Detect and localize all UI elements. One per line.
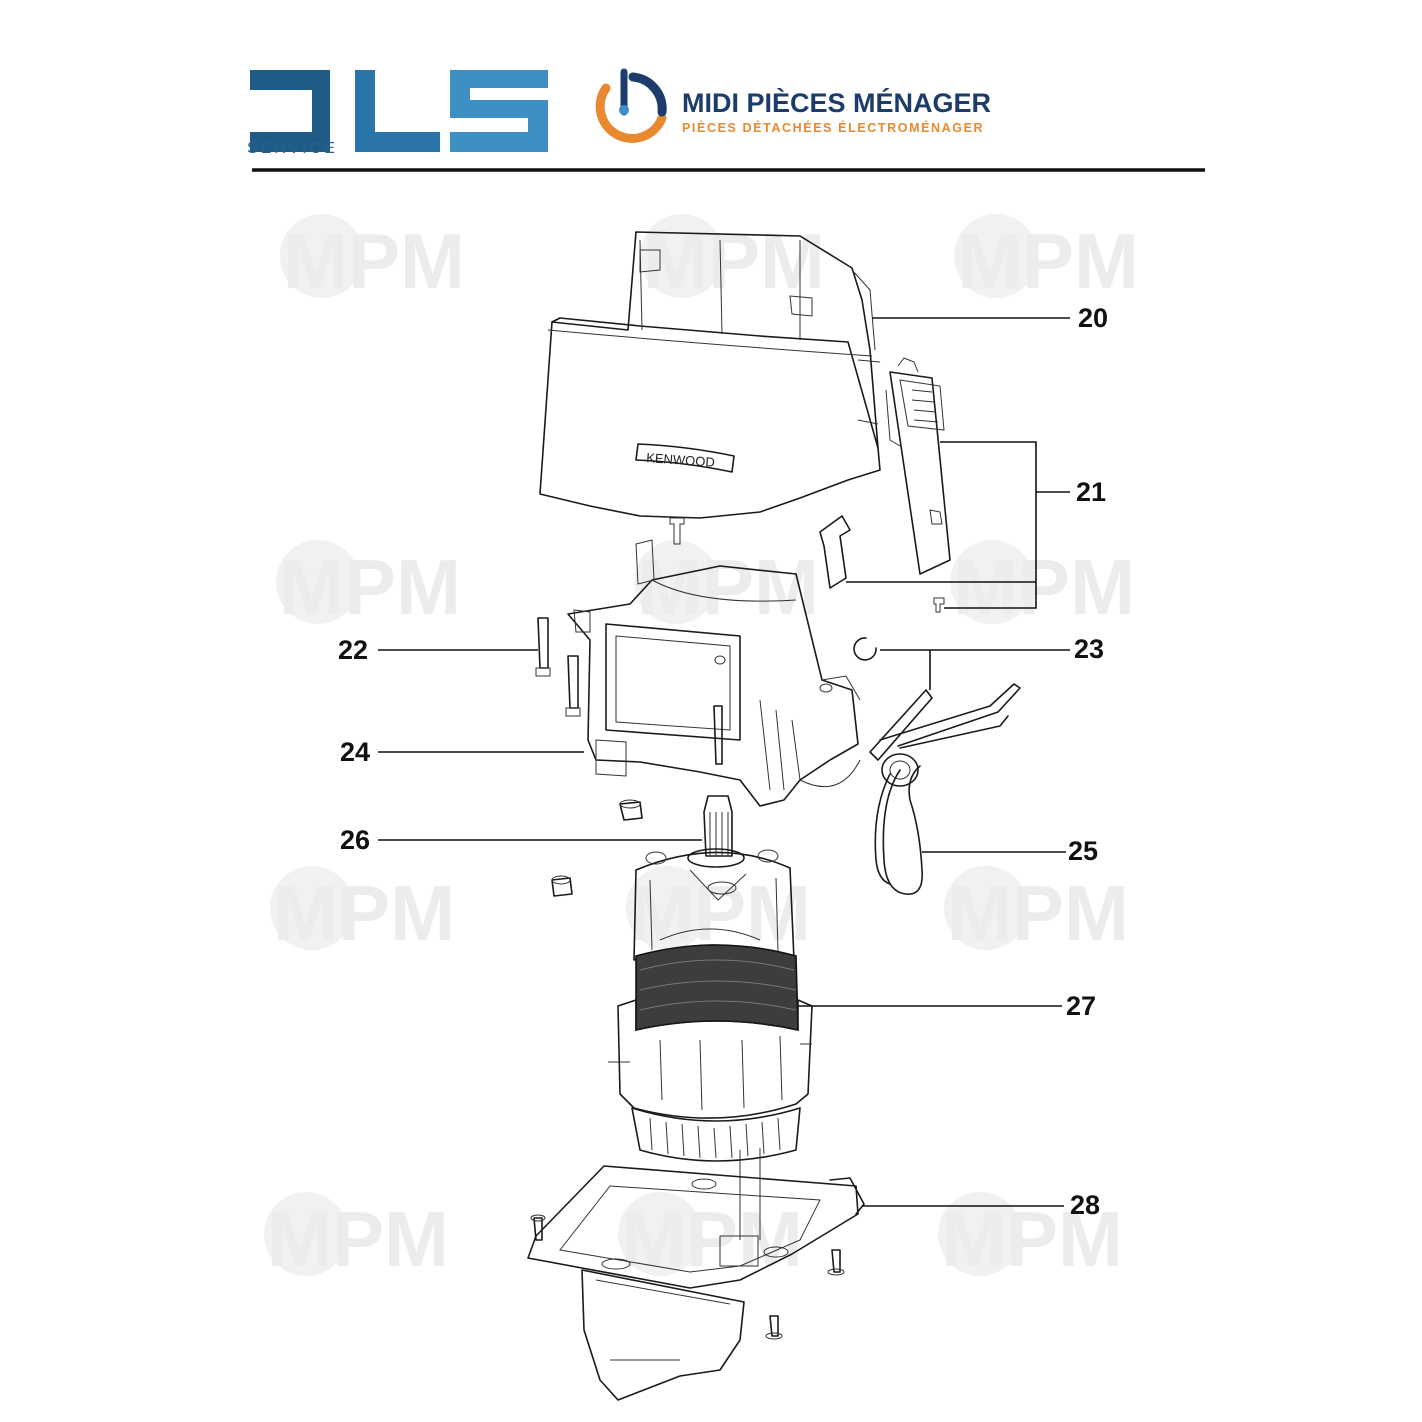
- svg-text:MPM: MPM: [283, 217, 465, 305]
- svg-text:MPM: MPM: [629, 869, 811, 957]
- watermark: MPM: [950, 540, 1135, 631]
- svg-text:MPM: MPM: [273, 869, 455, 957]
- power-icon: [595, 68, 667, 143]
- part-24-motor-frame: [535, 539, 861, 897]
- watermark: MPM: [954, 214, 1139, 305]
- dls-service-logo: SERVICE: [247, 70, 548, 157]
- watermark: MPM: [626, 866, 811, 957]
- watermark: MPM: [264, 1192, 449, 1283]
- kenwood-badge: KENWOOD: [635, 443, 735, 473]
- callout-23: 23: [1074, 634, 1104, 664]
- kenwood-badge-text: KENWOOD: [646, 450, 716, 470]
- watermark: MPM: [280, 214, 465, 305]
- svg-text:MPM: MPM: [267, 1195, 449, 1283]
- watermark-layer: MPM MPM MPM MPM MPM MPM MPM MPM MPM MPM …: [264, 214, 1139, 1283]
- svg-text:MPM: MPM: [621, 1195, 803, 1283]
- callout-labels: 20 21 22 23 24 25 26 27 28: [338, 303, 1108, 1220]
- watermark: MPM: [618, 1192, 803, 1283]
- mpm-brand-title: MIDI PIÈCES MÉNAGER: [682, 87, 991, 118]
- callout-24: 24: [340, 737, 370, 767]
- part-21-switch-panel: [819, 357, 951, 613]
- part-28-base: [527, 1165, 865, 1401]
- callout-20: 20: [1078, 303, 1108, 333]
- callout-26: 26: [340, 825, 370, 855]
- svg-text:MPM: MPM: [643, 217, 825, 305]
- leader-lines: [378, 317, 1070, 1207]
- part-25-lever-rod: [869, 683, 1021, 895]
- watermark: MPM: [938, 1192, 1123, 1283]
- watermark: MPM: [634, 540, 819, 631]
- svg-text:MPM: MPM: [279, 543, 461, 631]
- part-20-upper-housing: KENWOOD: [539, 231, 881, 545]
- svg-text:MPM: MPM: [941, 1195, 1123, 1283]
- svg-text:MPM: MPM: [953, 543, 1135, 631]
- watermark: MPM: [270, 866, 455, 957]
- watermark: MPM: [640, 214, 825, 305]
- part-26-pinion-gear: [687, 795, 745, 868]
- callout-28: 28: [1070, 1190, 1100, 1220]
- watermark: MPM: [276, 540, 461, 631]
- svg-text:MPM: MPM: [947, 869, 1129, 957]
- watermark: MPM: [944, 866, 1129, 957]
- callout-27: 27: [1066, 991, 1096, 1021]
- leader-21: [940, 441, 1037, 609]
- part-27-motor: [608, 795, 813, 1240]
- callout-22: 22: [338, 635, 368, 665]
- svg-text:MPM: MPM: [957, 217, 1139, 305]
- callout-21: 21: [1076, 477, 1106, 507]
- mpm-logo: MIDI PIÈCES MÉNAGER PIÈCES DÉTACHÉES ÉLE…: [595, 68, 991, 143]
- svg-text:MPM: MPM: [637, 543, 819, 631]
- dls-service-label: SERVICE: [247, 140, 338, 157]
- part-23-e-clip: [853, 637, 877, 661]
- callout-25: 25: [1068, 836, 1098, 866]
- mpm-brand-subtitle: PIÈCES DÉTACHÉES ÉLECTROMÉNAGER: [682, 120, 984, 135]
